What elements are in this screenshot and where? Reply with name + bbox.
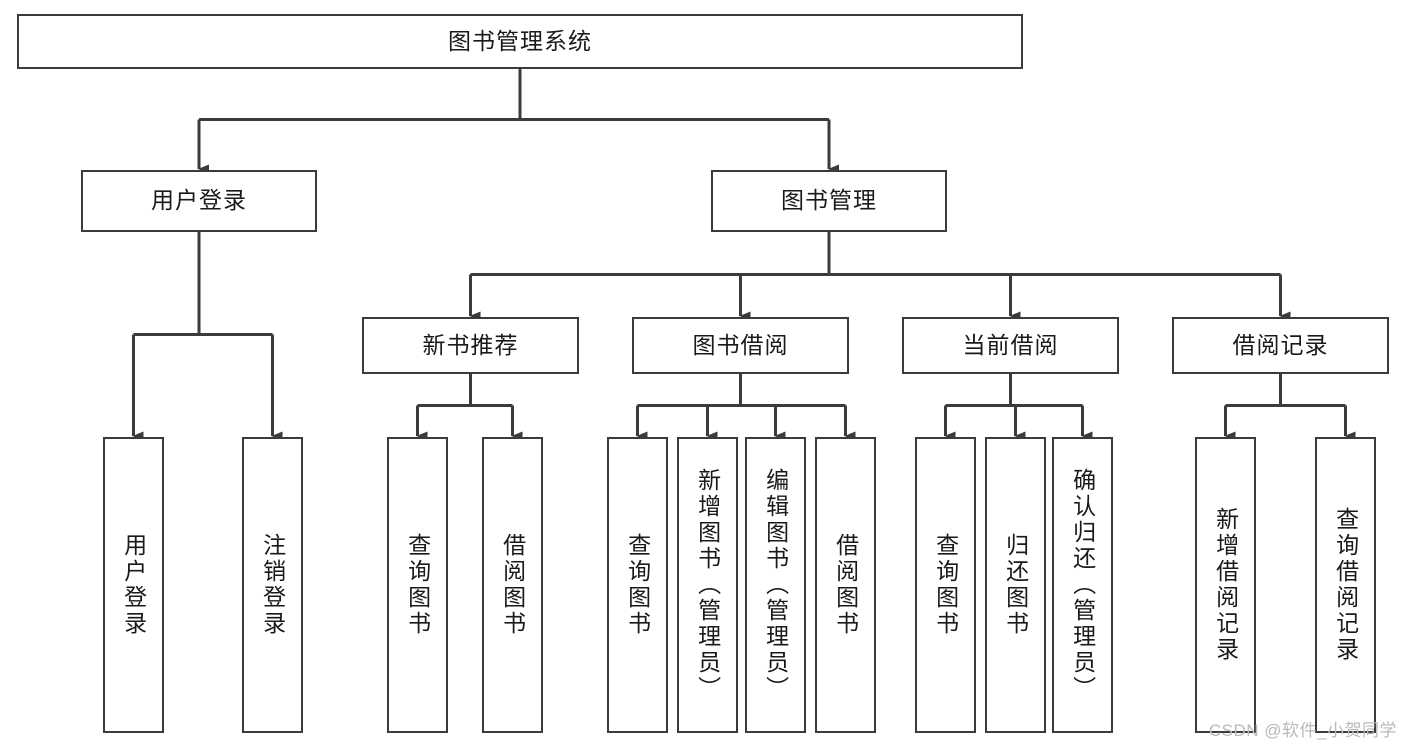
node-root[interactable]: 图书管理系统 xyxy=(17,14,1023,69)
node-borrow-record[interactable]: 借阅记录 xyxy=(1172,317,1389,374)
node-label: 查询图书 xyxy=(624,533,651,637)
leaf-add-borrow-record[interactable]: 新增借阅记录 xyxy=(1195,437,1256,733)
watermark: CSDN @软件_小贺同学 xyxy=(1208,721,1397,740)
node-label: 编辑图书（管理员） xyxy=(762,468,789,702)
node-label: 当前借阅 xyxy=(962,331,1059,358)
node-label: 借阅图书 xyxy=(499,533,526,637)
leaf-edit-book-admin[interactable]: 编辑图书（管理员） xyxy=(745,437,806,733)
node-label: 图书管理系统 xyxy=(448,27,592,54)
leaf-query-borrow-record[interactable]: 查询借阅记录 xyxy=(1315,437,1376,733)
leaf-confirm-return-admin[interactable]: 确认归还（管理员） xyxy=(1052,437,1113,733)
leaf-return-book[interactable]: 归还图书 xyxy=(985,437,1046,733)
node-label: 用户登录 xyxy=(120,533,147,637)
node-user-login[interactable]: 用户登录 xyxy=(81,170,317,232)
node-label: 归还图书 xyxy=(1002,533,1029,637)
node-label: 借阅图书 xyxy=(832,533,859,637)
leaf-query-book[interactable]: 查询图书 xyxy=(607,437,668,733)
node-book-management[interactable]: 图书管理 xyxy=(711,170,947,232)
node-label: 图书借阅 xyxy=(692,331,789,358)
node-label: 新增借阅记录 xyxy=(1212,507,1239,663)
node-label: 查询图书 xyxy=(404,533,431,637)
leaf-query-book-current[interactable]: 查询图书 xyxy=(915,437,976,733)
node-label: 用户登录 xyxy=(151,187,247,214)
leaf-add-book-admin[interactable]: 新增图书（管理员） xyxy=(677,437,738,733)
node-book-borrow[interactable]: 图书借阅 xyxy=(632,317,849,374)
node-label: 确认归还（管理员） xyxy=(1069,468,1096,702)
node-label: 图书管理 xyxy=(781,187,877,214)
leaf-user-login[interactable]: 用户登录 xyxy=(103,437,164,733)
leaf-borrow-book[interactable]: 借阅图书 xyxy=(815,437,876,733)
node-label: 注销登录 xyxy=(259,533,286,637)
node-new-book-recommend[interactable]: 新书推荐 xyxy=(362,317,579,374)
node-label: 新书推荐 xyxy=(422,331,519,358)
node-label: 查询借阅记录 xyxy=(1332,507,1359,663)
node-label: 新增图书（管理员） xyxy=(694,468,721,702)
leaf-logout[interactable]: 注销登录 xyxy=(242,437,303,733)
leaf-query-book-recommend[interactable]: 查询图书 xyxy=(387,437,448,733)
leaf-borrow-book-recommend[interactable]: 借阅图书 xyxy=(482,437,543,733)
node-current-borrow[interactable]: 当前借阅 xyxy=(902,317,1119,374)
node-label: 借阅记录 xyxy=(1232,331,1329,358)
node-label: 查询图书 xyxy=(932,533,959,637)
